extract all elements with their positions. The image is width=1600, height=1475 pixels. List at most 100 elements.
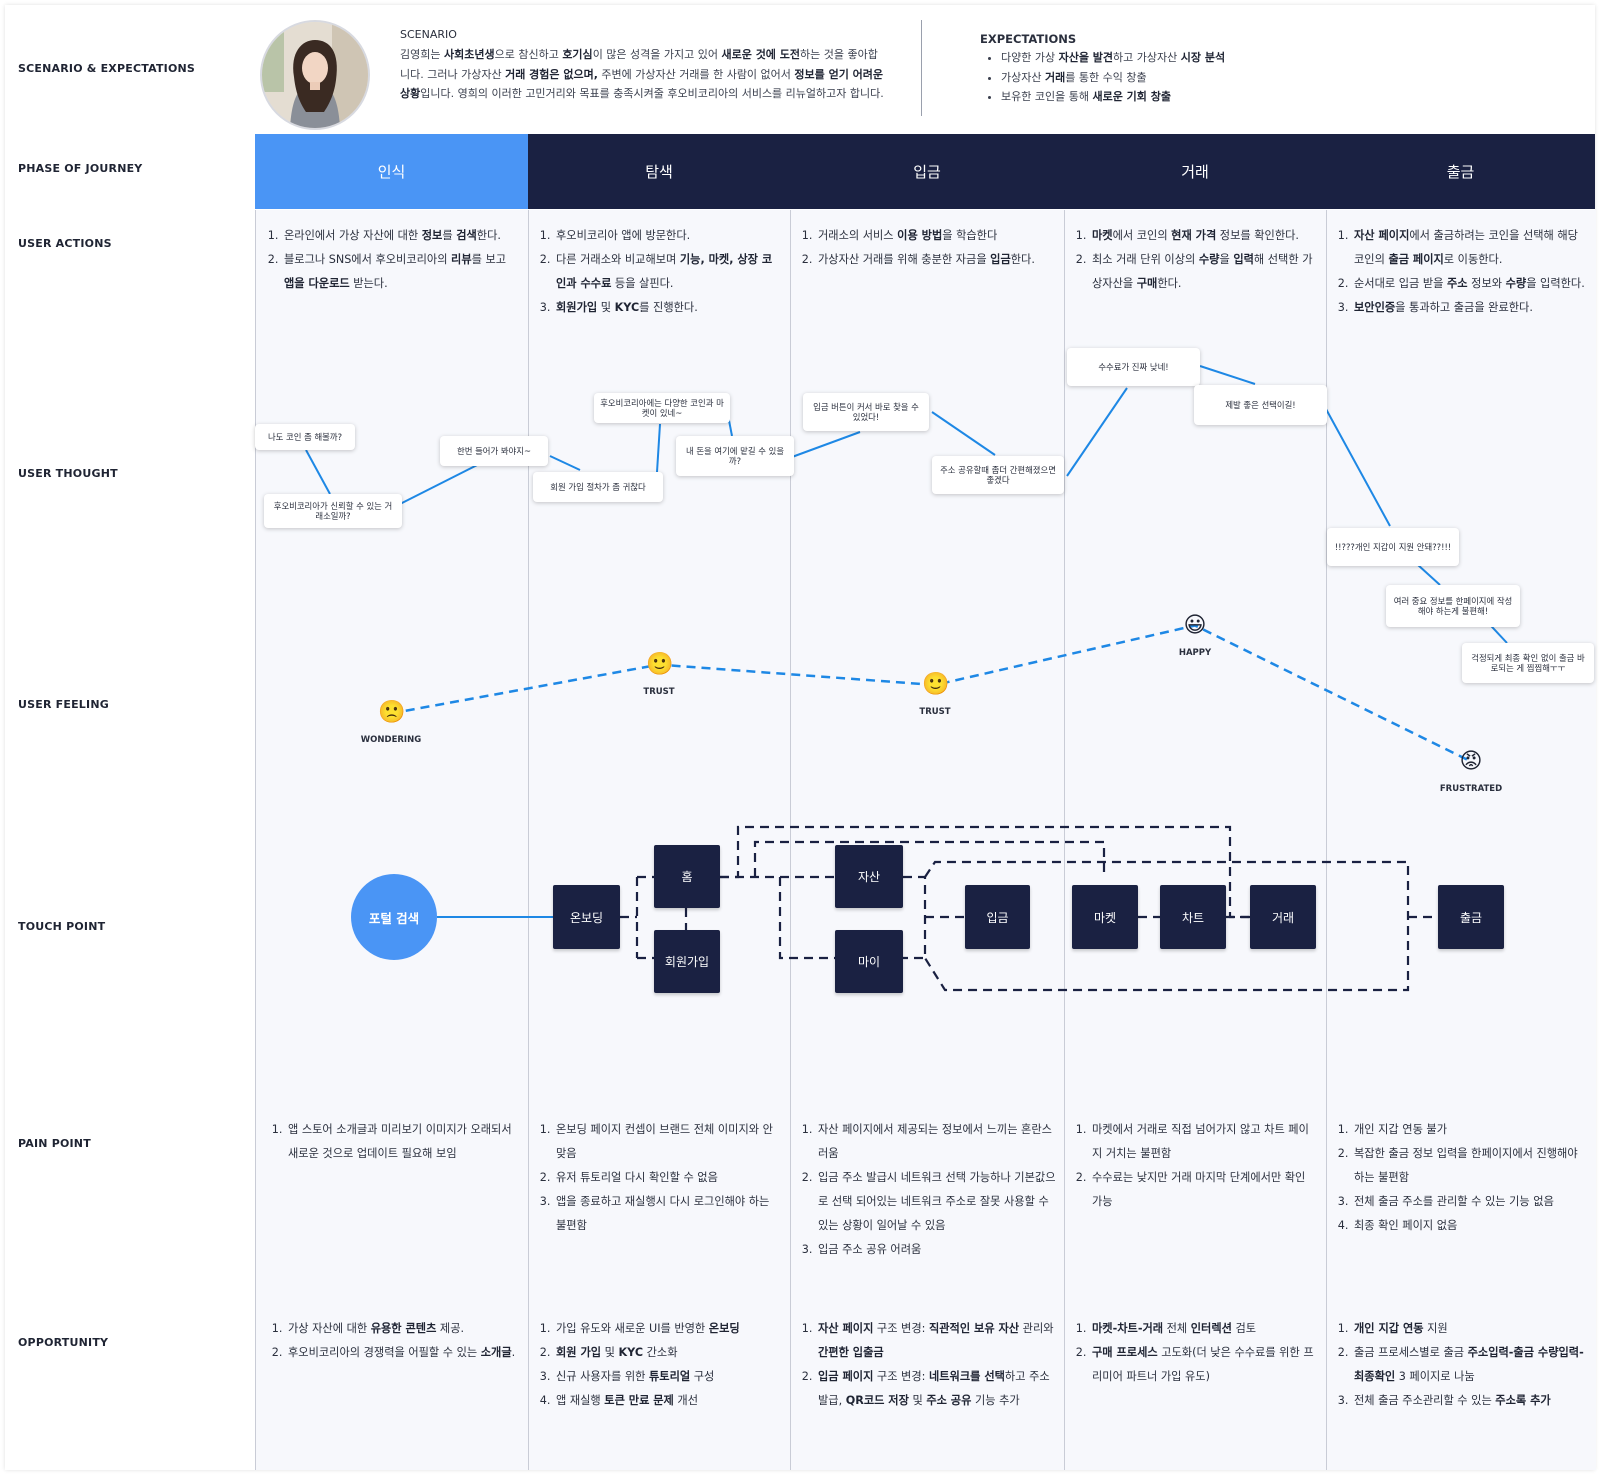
pain-points-withdraw: 개인 지갑 연동 불가복잡한 출금 정보 입력을 한페이지에서 진행해야 하는 … [1338, 1118, 1586, 1238]
list-item: 마켓-차트-거래 전체 인터렉션 검토 [1090, 1317, 1318, 1341]
touch-asset[interactable]: 자산 [835, 845, 903, 908]
pain-points-deposit: 자산 페이지에서 제공되는 정보에서 느끼는 혼란스러움입금 주소 발급시 네트… [802, 1118, 1056, 1262]
list-item: 회원 가입 및 KYC 간소화 [554, 1341, 782, 1365]
phase-explore[interactable]: 탐색 [528, 134, 790, 209]
opportunity-trade: 마켓-차트-거래 전체 인터렉션 검토구매 프로세스 고도화(더 낮은 수수료를… [1076, 1317, 1318, 1389]
list-item: 마켓에서 거래로 직접 넘어가지 않고 차트 페이지 거치는 불편함 [1090, 1118, 1318, 1166]
list-item: 자산 페이지 구조 변경: 직관적인 보유 자산 관리와 간편한 입출금 [816, 1317, 1056, 1365]
phase-trade[interactable]: 거래 [1064, 134, 1326, 209]
touch-deposit[interactable]: 입금 [965, 885, 1030, 949]
scenario-text: 김영희는 사회초년생으로 참신하고 호기심이 많은 성격을 가지고 있어 새로운… [400, 48, 884, 100]
row-label-pain-point: PAIN POINT [18, 1137, 91, 1150]
opportunity-deposit: 자산 페이지 구조 변경: 직관적인 보유 자산 관리와 간편한 입출금입금 페… [802, 1317, 1056, 1413]
user-actions-explore: 후오비코리아 앱에 방문한다.다른 거래소와 비교해보며 기능, 마켓, 상장 … [540, 224, 782, 320]
feeling-emoji: 🙁 [378, 700, 406, 726]
column-withdraw [1326, 210, 1596, 1470]
touch-trade[interactable]: 거래 [1250, 885, 1316, 949]
thought-bubble: 여러 중요 정보를 한페이지에 작성해야 하는게 불편해! [1386, 585, 1520, 627]
list-item: 가상 자산에 대한 유용한 콘텐츠 제공. [286, 1317, 518, 1341]
row-label-user-thought: USER THOUGHT [18, 467, 118, 480]
feeling-label: HAPPY [1178, 647, 1212, 658]
list-item: 입금 페이지 구조 변경: 네트워크를 선택하고 주소 발급, QR코드 저장 … [816, 1365, 1056, 1413]
list-item: 출금 프로세스별로 출금 주소입력-출금 수량입력- 최종확인 3 페이지로 나… [1352, 1341, 1586, 1389]
touch-withdraw[interactable]: 출금 [1438, 885, 1504, 949]
opportunity-explore: 가입 유도와 새로운 UI를 반영한 온보딩회원 가입 및 KYC 간소화신규 … [540, 1317, 782, 1413]
feeling-emoji: 🙂 [922, 672, 950, 697]
user-actions-awareness: 온라인에서 가상 자산에 대한 정보를 검색한다.블로그나 SNS에서 후오비코… [268, 224, 518, 296]
list-item: 블로그나 SNS에서 후오비코리아의 리뷰를 보고 앱을 다운로드 받는다. [282, 248, 518, 296]
list-item: 전체 출금 주소관리할 수 있는 주소록 추가 [1352, 1389, 1586, 1413]
row-label-phase: PHASE OF JOURNEY [18, 162, 143, 175]
touch-signup[interactable]: 회원가입 [654, 930, 720, 993]
thought-bubble: 걱정되게 최종 확인 없이 출금 바로되는 게 찝찝해ㅜㅜ [1462, 643, 1594, 683]
touch-chart[interactable]: 차트 [1160, 885, 1226, 949]
thought-bubble: 후오비코리아가 신뢰할 수 있는 거래소일까? [264, 494, 402, 528]
row-label-user-feeling: USER FEELING [18, 698, 109, 711]
list-item: 가입 유도와 새로운 UI를 반영한 온보딩 [554, 1317, 782, 1341]
list-item: 신규 사용자를 위한 튜토리얼 구성 [554, 1365, 782, 1389]
row-label-opportunity: OPPORTUNITY [18, 1336, 109, 1349]
expectation-item: 보유한 코인을 통해 새로운 기회 창출 [1001, 87, 1225, 107]
expectation-item: 가상자산 거래를 통한 수익 창출 [1001, 68, 1225, 88]
row-label-scenario: SCENARIO & EXPECTATIONS [18, 62, 196, 75]
touch-market[interactable]: 마켓 [1072, 885, 1138, 949]
list-item: 자산 페이지에서 제공되는 정보에서 느끼는 혼란스러움 [816, 1118, 1056, 1166]
list-item: 거래소의 서비스 이용 방법을 학습한다 [816, 224, 1056, 248]
list-item: 앱을 종료하고 재실행시 다시 로그인해야 하는 불편함 [554, 1190, 782, 1238]
thought-bubble: 수수료가 진짜 낮네! [1067, 348, 1200, 386]
feeling-label: FRUSTRATED [1439, 783, 1503, 794]
user-actions-trade: 마켓에서 코인의 현재 가격 정보를 확인한다.최소 거래 단위 이상의 수량을… [1076, 224, 1318, 296]
touch-my[interactable]: 마이 [835, 930, 903, 993]
list-item: 자산 페이지에서 출금하려는 코인을 선택해 해당 코인의 출금 페이지로 이동… [1352, 224, 1586, 272]
expectations-title: EXPECTATIONS [980, 32, 1077, 46]
list-item: 회원가입 및 KYC를 진행한다. [554, 296, 782, 320]
phase-withdraw[interactable]: 출금 [1326, 134, 1595, 209]
list-item: 앱 스토어 소개글과 미리보기 이미지가 오래되서 새로운 것으로 업데이트 필… [286, 1118, 518, 1166]
list-item: 수수료는 낮지만 거래 마지막 단계에서만 확인 가능 [1090, 1166, 1318, 1214]
list-item: 후오비코리아 앱에 방문한다. [554, 224, 782, 248]
list-item: 개인 지갑 연동 지원 [1352, 1317, 1586, 1341]
thought-bubble: 나도 코인 좀 해볼까? [255, 424, 355, 450]
touch-portal-search[interactable]: 포털 검색 [351, 874, 437, 960]
thought-bubble: 내 돈을 여기에 맡길 수 있을까? [676, 436, 794, 476]
list-item: 후오비코리아의 경쟁력을 어필할 수 있는 소개글. [286, 1341, 518, 1365]
phase-awareness[interactable]: 인식 [255, 134, 528, 209]
user-actions-deposit: 거래소의 서비스 이용 방법을 학습한다가상자산 거래를 위해 충분한 자금을 … [802, 224, 1056, 272]
feeling-label: WONDERING [360, 735, 422, 746]
expectation-item: 다양한 가상 자산을 발견하고 가상자산 시장 분석 [1001, 48, 1225, 68]
list-item: 보안인증을 통과하고 출금을 완료한다. [1352, 296, 1586, 320]
list-item: 입금 주소 발급시 네트워크 선택 가능하나 기본값으로 선택 되어있는 네트워… [816, 1166, 1056, 1238]
list-item: 온라인에서 가상 자산에 대한 정보를 검색한다. [282, 224, 518, 248]
list-item: 입금 주소 공유 어려움 [816, 1238, 1056, 1262]
list-item: 가상자산 거래를 위해 충분한 자금을 입금한다. [816, 248, 1056, 272]
thought-bubble: 주소 공유할때 좀더 간편해졌으면 좋겠다 [932, 456, 1064, 494]
expectations-list: 다양한 가상 자산을 발견하고 가상자산 시장 분석가상자산 거래를 통한 수익… [985, 48, 1225, 107]
row-label-user-actions: USER ACTIONS [18, 237, 112, 250]
thought-bubble: 후오비코리아에는 다양한 코인과 마켓이 있네~ [594, 393, 730, 423]
touch-onboarding[interactable]: 온보딩 [553, 885, 620, 949]
list-item: 다른 거래소와 비교해보며 기능, 마켓, 상장 코인과 수수료 등을 살핀다. [554, 248, 782, 296]
thought-bubble: 제발 좋은 선택이길! [1194, 385, 1327, 425]
thought-bubble: !!???개인 지갑이 지원 안돼??!!! [1327, 528, 1459, 566]
pain-points-trade: 마켓에서 거래로 직접 넘어가지 않고 차트 페이지 거치는 불편함수수료는 낮… [1076, 1118, 1318, 1214]
row-label-touch-point: TOUCH POINT [18, 920, 106, 933]
opportunity-withdraw: 개인 지갑 연동 지원출금 프로세스별로 출금 주소입력-출금 수량입력- 최종… [1338, 1317, 1586, 1413]
list-item: 최소 거래 단위 이상의 수량을 입력해 선택한 가상자산을 구매한다. [1090, 248, 1318, 296]
opportunity-awareness: 가상 자산에 대한 유용한 콘텐츠 제공.후오비코리아의 경쟁력을 어필할 수 … [272, 1317, 518, 1365]
list-item: 온보딩 페이지 컨셉이 브랜드 전체 이미지와 안 맞음 [554, 1118, 782, 1166]
list-item: 최종 확인 페이지 없음 [1352, 1214, 1586, 1238]
touch-home[interactable]: 홈 [654, 845, 720, 908]
list-item: 복잡한 출금 정보 입력을 한페이지에서 진행해야 하는 불편함 [1352, 1142, 1586, 1190]
column-awareness [255, 210, 529, 1470]
thought-bubble: 한번 들어가 봐야지~ [440, 436, 548, 466]
phase-deposit[interactable]: 입금 [790, 134, 1064, 209]
pain-points-explore: 온보딩 페이지 컨셉이 브랜드 전체 이미지와 안 맞음유저 튜토리얼 다시 확… [540, 1118, 782, 1238]
list-item: 전체 출금 주소를 관리할 수 있는 기능 없음 [1352, 1190, 1586, 1214]
list-item: 유저 튜토리얼 다시 확인할 수 없음 [554, 1166, 782, 1190]
list-item: 개인 지갑 연동 불가 [1352, 1118, 1586, 1142]
feeling-emoji: 🙂 [646, 651, 674, 677]
pain-points-awareness: 앱 스토어 소개글과 미리보기 이미지가 오래되서 새로운 것으로 업데이트 필… [272, 1118, 518, 1166]
user-actions-withdraw: 자산 페이지에서 출금하려는 코인을 선택해 해당 코인의 출금 페이지로 이동… [1338, 224, 1586, 320]
scenario-divider [921, 20, 922, 116]
thought-bubble: 입금 버튼이 커서 바로 찾을 수 있었다! [803, 393, 929, 431]
